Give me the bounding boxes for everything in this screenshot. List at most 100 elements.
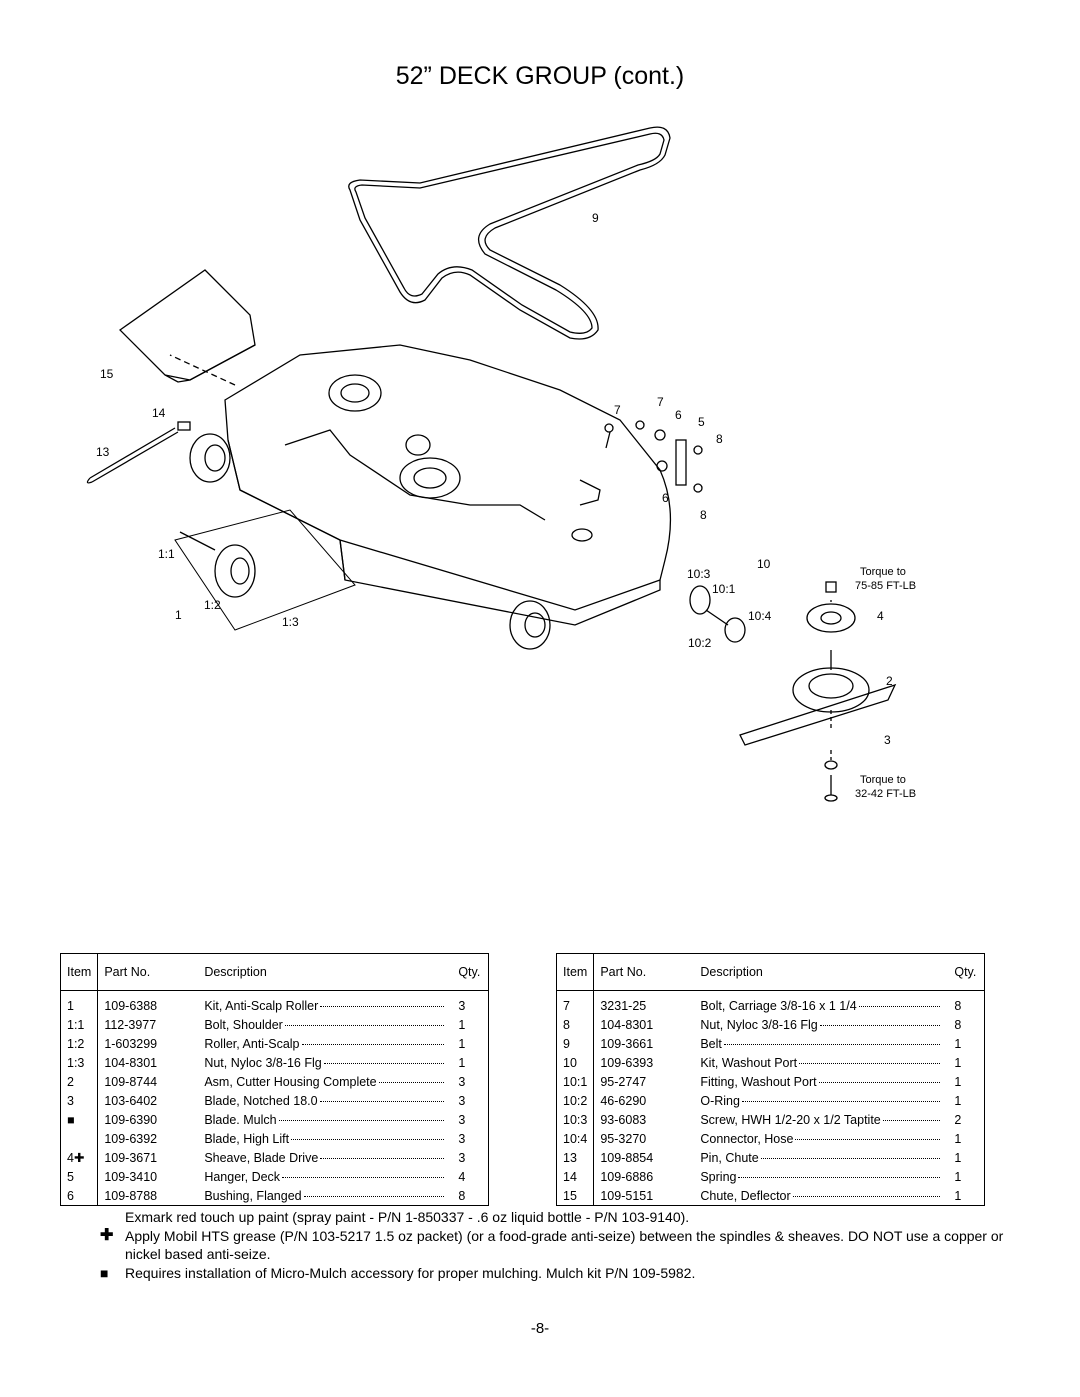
cell-item: 3 — [60, 1091, 99, 1110]
cell-qty: 8 — [458, 1188, 466, 1203]
cell-part-number: 95-2747 — [600, 1074, 647, 1089]
description-text: Bolt, Shoulder — [204, 1017, 283, 1032]
deck-housing-drawing — [224, 344, 672, 626]
callout-1: 1 — [175, 608, 182, 622]
dot-leader — [795, 1138, 941, 1140]
description-text: Bolt, Carriage 3/8-16 x 1 1/4 — [700, 998, 857, 1013]
dot-leader — [760, 1157, 941, 1159]
cell-part-number: 109-6393 — [600, 1055, 654, 1070]
col-desc-header: Description — [198, 953, 453, 991]
cell-description: Sheave, Blade Drive — [198, 1148, 452, 1167]
page-number: -8- — [530, 1320, 550, 1337]
dot-leader — [320, 1157, 445, 1159]
dot-leader — [799, 1062, 941, 1064]
description-text: Chute, Deflector — [700, 1188, 791, 1203]
cell-part-number: 109-3661 — [600, 1036, 654, 1051]
cell-part-number: 109-6886 — [600, 1169, 654, 1184]
cell-item: 10:1 — [556, 1072, 595, 1091]
dot-leader — [741, 1100, 941, 1102]
cell-description: Blade, Notched 18.0 — [198, 1091, 452, 1110]
cell-description: Chute, Deflector — [694, 1186, 948, 1206]
callout-13: 13 — [96, 445, 110, 459]
cell-part-number: 46-6290 — [600, 1093, 647, 1108]
description-text: Nut, Nyloc 3/8-16 Flg — [204, 1055, 322, 1070]
cell-part-number: 109-5151 — [600, 1188, 654, 1203]
spindle-stack-drawing — [739, 581, 897, 802]
callout-5: 5 — [698, 415, 705, 429]
cell-description: Kit, Washout Port — [694, 1053, 948, 1072]
cell-item: 14 — [556, 1167, 595, 1186]
callout-6a: 6 — [675, 408, 682, 422]
callout-2: 2 — [886, 674, 893, 688]
callout-15: 15 — [100, 367, 114, 381]
chute-pin-drawing — [86, 421, 191, 484]
callout-14: 14 — [152, 406, 166, 420]
torque-top-line2: 75-85 FT-LB — [855, 580, 916, 592]
col-qty-header: Qty. — [948, 953, 985, 991]
dot-leader — [282, 1176, 445, 1178]
cell-part-number: 95-3270 — [600, 1131, 647, 1146]
callout-10-1: 10:1 — [712, 582, 736, 596]
cell-part-number: 109-6388 — [104, 998, 158, 1013]
note-symbol — [100, 1208, 125, 1226]
rollers-drawing — [189, 433, 551, 650]
dot-leader — [792, 1195, 941, 1197]
cell-qty: 1 — [458, 1055, 466, 1070]
col-part-header: Part No. — [97, 953, 199, 991]
cell-description: Hanger, Deck — [198, 1167, 452, 1186]
cell-description: Fitting, Washout Port — [694, 1072, 948, 1091]
page-title: 52” DECK GROUP (cont.) — [395, 62, 685, 90]
dot-leader — [320, 1005, 445, 1007]
cell-part-number: 104-8301 — [104, 1055, 158, 1070]
plus-icon: ✚ — [100, 1227, 114, 1244]
cell-description: Kit, Anti-Scalp Roller — [198, 991, 452, 1016]
callout-8b: 8 — [700, 508, 707, 522]
note-grease: ✚ Apply Mobil HTS grease (P/N 103-5217 1… — [100, 1227, 1030, 1263]
cell-description: Bolt, Carriage 3/8-16 x 1 1/4 — [694, 991, 948, 1016]
description-text: Sheave, Blade Drive — [204, 1150, 319, 1165]
cell-item — [60, 1129, 99, 1148]
col-item-header: Item — [60, 953, 99, 991]
dot-leader — [738, 1176, 941, 1178]
cell-part-number: 109-3671 — [104, 1150, 158, 1165]
description-text: Nut, Nyloc 3/8-16 Flg — [700, 1017, 818, 1032]
cell-qty: 1 — [954, 1188, 962, 1203]
cell-qty: 1 — [954, 1093, 962, 1108]
cell-description: Nut, Nyloc 3/8-16 Flg — [694, 1015, 948, 1034]
cell-part-number: 3231-25 — [600, 998, 647, 1013]
description-text: Fitting, Washout Port — [700, 1074, 817, 1089]
cell-qty: 3 — [458, 998, 466, 1013]
cell-qty: 1 — [954, 1169, 962, 1184]
callout-9: 9 — [592, 211, 599, 225]
torque-bottom-line2: 32-42 FT-LB — [855, 788, 916, 800]
cell-qty: 2 — [954, 1112, 962, 1127]
description-text: Hanger, Deck — [204, 1169, 281, 1184]
dot-leader — [819, 1024, 941, 1026]
callout-10-2: 10:2 — [688, 636, 712, 650]
cell-description: Spring — [694, 1167, 948, 1186]
cell-item: 1 — [60, 990, 99, 1015]
washout-port-drawing — [689, 585, 746, 643]
cell-description: Roller, Anti-Scalp — [198, 1034, 452, 1053]
cell-qty: 4 — [458, 1169, 466, 1184]
chute-drawing — [118, 269, 256, 386]
dot-leader — [303, 1195, 445, 1197]
note-text: Apply Mobil HTS grease (P/N 103-5217 1.5… — [125, 1228, 1004, 1262]
cell-qty: 1 — [458, 1036, 466, 1051]
cell-item: 7 — [556, 990, 595, 1015]
col-qty-header: Qty. — [452, 953, 489, 991]
callout-3: 3 — [884, 733, 891, 747]
cell-item: 4✚ — [60, 1148, 99, 1167]
cell-part-number: 103-6402 — [104, 1093, 158, 1108]
callout-1-2: 1:2 — [204, 598, 221, 612]
cell-description: Belt — [694, 1034, 948, 1053]
